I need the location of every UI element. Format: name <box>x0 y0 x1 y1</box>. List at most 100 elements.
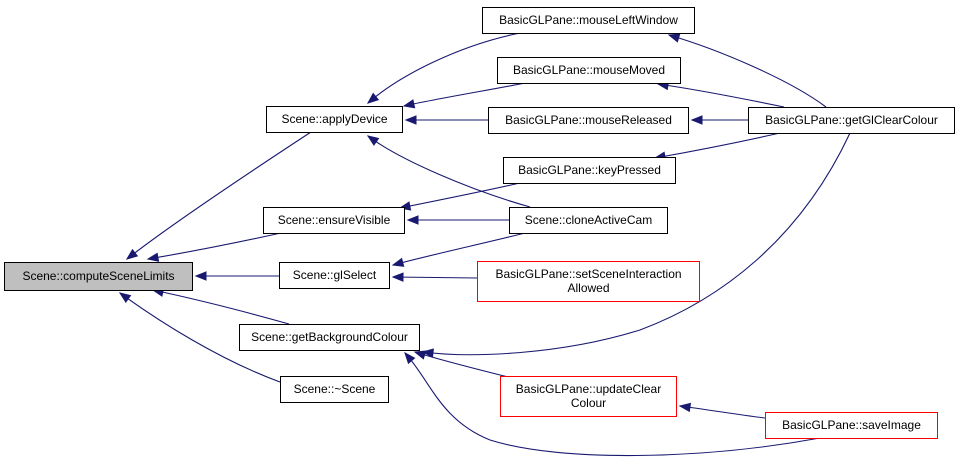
arrowhead-icon <box>404 351 416 365</box>
edge-cloneActiveCam-to-glSelect <box>391 232 526 267</box>
node-label: Scene::ensureVisible <box>278 213 391 227</box>
edge-line <box>367 32 521 104</box>
node-label: Scene::cloneActiveCam <box>525 213 652 227</box>
arrowhead-icon <box>667 33 681 43</box>
edge-getGlClearColour-to-getBackgroundColour <box>421 132 851 358</box>
node-dtor[interactable]: Scene::~Scene <box>280 376 389 403</box>
edge-line <box>152 289 290 325</box>
node-box[interactable] <box>279 262 390 289</box>
edge-line <box>399 182 521 209</box>
node-mouseReleased[interactable]: BasicGLPane::mouseReleased <box>488 107 689 134</box>
edge-line <box>147 232 282 260</box>
node-box[interactable] <box>263 207 405 234</box>
node-saveImage[interactable]: BasicGLPane::saveImage <box>765 412 938 439</box>
arrowhead-icon <box>402 99 416 109</box>
node-box[interactable] <box>266 106 403 133</box>
edge-line <box>404 352 821 457</box>
node-box[interactable] <box>4 262 193 291</box>
arrowhead-icon <box>366 92 380 104</box>
node-label: Scene::~Scene <box>294 382 376 396</box>
edge-line <box>392 232 526 266</box>
node-label: Allowed <box>567 281 609 295</box>
edge-getGlClearColour-to-mouseLeftWindow <box>667 33 827 108</box>
node-box[interactable] <box>500 376 677 417</box>
node-mouseLeftWindow[interactable]: BasicGLPane::mouseLeftWindow <box>482 7 695 34</box>
edge-setSceneInteractionAllowed-to-glSelect <box>391 272 478 282</box>
node-mouseMoved[interactable]: BasicGLPane::mouseMoved <box>497 57 681 84</box>
arrowhead-icon <box>690 115 703 125</box>
arrowhead-icon <box>194 271 207 281</box>
node-label: BasicGLPane::setSceneInteraction <box>495 267 681 281</box>
edge-getGlClearColour-to-mouseMoved <box>656 80 785 108</box>
arrowhead-icon <box>406 215 419 225</box>
edge-line <box>126 131 312 260</box>
edge-mouseMoved-to-applyDevice <box>402 82 526 109</box>
node-label: BasicGLPane::updateClear <box>516 382 661 396</box>
edge-mouseReleased-to-applyDevice <box>404 115 488 125</box>
node-label: Colour <box>571 396 606 410</box>
node-box[interactable] <box>482 7 695 34</box>
arrowhead-icon <box>391 257 405 267</box>
edge-mouseLeftWindow-to-applyDevice <box>366 32 521 104</box>
edges-layer <box>118 32 851 457</box>
node-label: Scene::getBackgroundColour <box>251 330 408 344</box>
edge-saveImage-to-updateClearColour <box>678 402 766 419</box>
node-box[interactable] <box>503 157 676 184</box>
edge-line <box>392 276 478 279</box>
arrowhead-icon <box>421 348 434 358</box>
node-ensureVisible[interactable]: Scene::ensureVisible <box>263 207 405 234</box>
node-label: Scene::applyDevice <box>281 112 387 126</box>
arrowhead-icon <box>413 350 427 360</box>
arrowhead-icon <box>404 115 417 125</box>
arrowhead-icon <box>366 135 380 146</box>
node-glSelect[interactable]: Scene::glSelect <box>279 262 390 289</box>
node-getBackgroundColour[interactable]: Scene::getBackgroundColour <box>239 324 420 351</box>
edge-getBackgroundColour-to-computeSceneLimits <box>151 287 290 325</box>
node-label: Scene::glSelect <box>293 268 377 282</box>
edge-line <box>367 135 531 208</box>
edge-line <box>679 405 766 419</box>
node-label: BasicGLPane::mouseReleased <box>505 113 672 127</box>
node-label: BasicGLPane::mouseLeftWindow <box>499 13 678 27</box>
node-label: BasicGLPane::mouseMoved <box>513 63 665 77</box>
edge-cloneActiveCam-to-ensureVisible <box>406 215 509 225</box>
node-box[interactable] <box>239 324 420 351</box>
arrowhead-icon <box>146 252 160 262</box>
node-box[interactable] <box>748 107 955 134</box>
node-label: Scene::computeSceneLimits <box>22 269 174 283</box>
node-box[interactable] <box>488 107 689 134</box>
node-box[interactable] <box>477 261 700 302</box>
edge-line <box>654 132 781 159</box>
edge-line <box>657 83 785 108</box>
edge-line <box>422 132 851 356</box>
edge-updateClearColour-to-getBackgroundColour <box>413 350 513 379</box>
arrowhead-icon <box>125 248 139 260</box>
edge-getGlClearColour-to-keyPressed <box>653 132 781 161</box>
node-box[interactable] <box>765 412 938 439</box>
node-label: BasicGLPane::getGlClearColour <box>765 113 938 127</box>
edge-keyPressed-to-ensureVisible <box>398 182 521 211</box>
edge-glSelect-to-computeSceneLimits <box>194 271 279 281</box>
edge-line <box>119 292 281 383</box>
node-box[interactable] <box>280 376 389 403</box>
nodes-layer: Scene::computeSceneLimits Scene::applyDev… <box>4 7 955 439</box>
node-label: BasicGLPane::keyPressed <box>518 163 661 177</box>
edge-line <box>403 82 526 107</box>
node-box[interactable] <box>497 57 681 84</box>
arrowhead-icon <box>118 292 132 303</box>
node-cloneActiveCam[interactable]: Scene::cloneActiveCam <box>509 207 668 234</box>
arrowhead-icon <box>391 272 404 282</box>
node-box[interactable] <box>509 207 668 234</box>
node-keyPressed[interactable]: BasicGLPane::keyPressed <box>503 157 676 184</box>
node-computeSceneLimits[interactable]: Scene::computeSceneLimits <box>4 262 193 291</box>
edge-applyDevice-to-computeSceneLimits <box>125 131 312 260</box>
node-getGlClearColour[interactable]: BasicGLPane::getGlClearColour <box>748 107 955 134</box>
edge-ensureVisible-to-computeSceneLimits <box>146 232 282 262</box>
edge-line <box>668 34 827 108</box>
node-applyDevice[interactable]: Scene::applyDevice <box>266 106 403 133</box>
edge-dtor-to-computeSceneLimits <box>118 292 281 383</box>
arrowhead-icon <box>678 402 692 413</box>
